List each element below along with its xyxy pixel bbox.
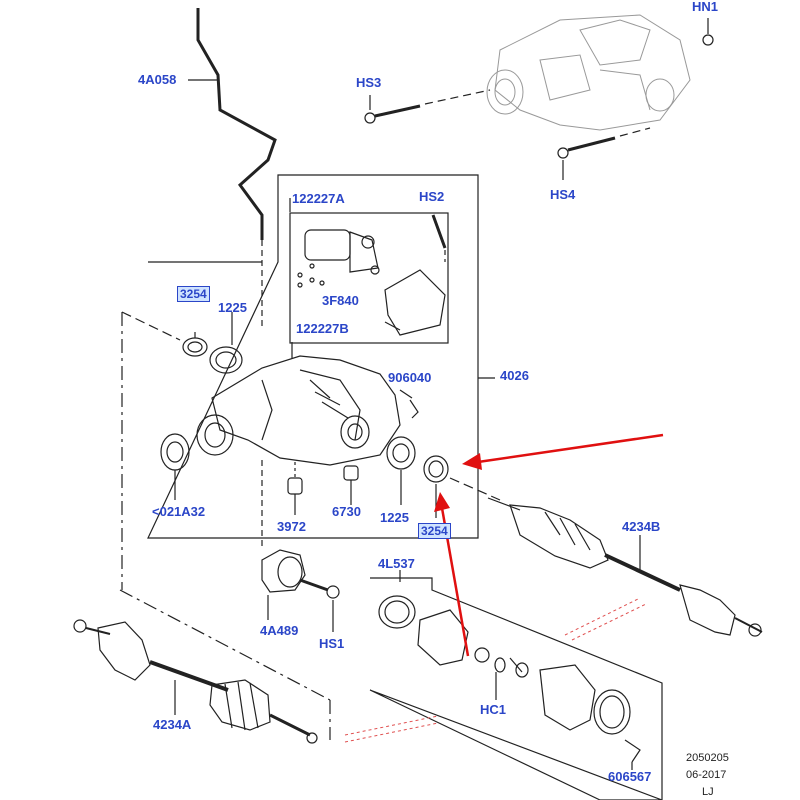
label-1225-top: 1225: [218, 300, 247, 315]
differential-housing-overview: [486, 14, 691, 131]
label-4234a: 4234A: [153, 717, 192, 732]
plug-6730: [343, 465, 359, 481]
hs4-bolt: [557, 136, 616, 159]
arrow-to-seal-right: [477, 433, 664, 464]
cv-boot-kit-frame: [369, 577, 663, 800]
label-4234b: 4234B: [622, 519, 661, 534]
label-122227b: 122227B: [296, 321, 349, 336]
label-4l537: 4L537: [378, 556, 415, 571]
label-hs2: HS2: [419, 189, 445, 204]
label-3f840: 3F840: [322, 293, 359, 308]
label-606567: 606567: [608, 769, 652, 784]
actuator-motor: [304, 229, 380, 275]
label-3972: 3972: [277, 519, 306, 534]
cv-boot-kit-parts: [378, 595, 641, 763]
seal-021a32: [160, 433, 190, 471]
axle-shaft-4234b: [487, 497, 763, 637]
bearing-1225-left: [209, 346, 243, 374]
diagram-date: 06-2017: [686, 769, 727, 781]
hs3-bolt: [364, 104, 421, 124]
actuator-cover: [384, 269, 446, 336]
label-021a32: <021A32: [152, 504, 206, 519]
label-3254-bottom: 3254: [418, 523, 451, 539]
label-6730: 6730: [332, 504, 361, 519]
label-4a058: 4A058: [138, 72, 177, 87]
diagram-code: 2050205: [686, 752, 729, 764]
seal-3254-left: [182, 337, 208, 357]
label-hs1: HS1: [319, 636, 345, 651]
diagram-initials: LJ: [702, 786, 714, 798]
hs1-bolt: [299, 578, 340, 599]
label-4026: 4026: [500, 368, 529, 383]
label-hs3: HS3: [356, 75, 382, 90]
bearing-1225-right: [386, 436, 416, 470]
axle-shaft-4234a: [73, 619, 318, 744]
label-3254-top: 3254: [177, 286, 210, 302]
actuator-subframe: [289, 212, 449, 344]
label-4a489: 4A489: [260, 623, 299, 638]
label-hc1: HC1: [480, 702, 507, 717]
seal-3254-right: [423, 455, 449, 483]
breather-tube: [196, 8, 277, 240]
label-906040: 906040: [388, 370, 432, 385]
mount-4a489: [261, 549, 306, 593]
differential-body: [196, 355, 401, 466]
hn1-nut: [702, 34, 714, 46]
plug-3972: [287, 477, 303, 495]
label-hs4: HS4: [550, 187, 576, 202]
label-1225-bottom: 1225: [380, 510, 409, 525]
label-122227a: 122227A: [292, 191, 345, 206]
label-hn1: HN1: [692, 0, 719, 14]
main-assembly-frame: [147, 174, 479, 539]
hs2-bolt: [431, 214, 447, 249]
